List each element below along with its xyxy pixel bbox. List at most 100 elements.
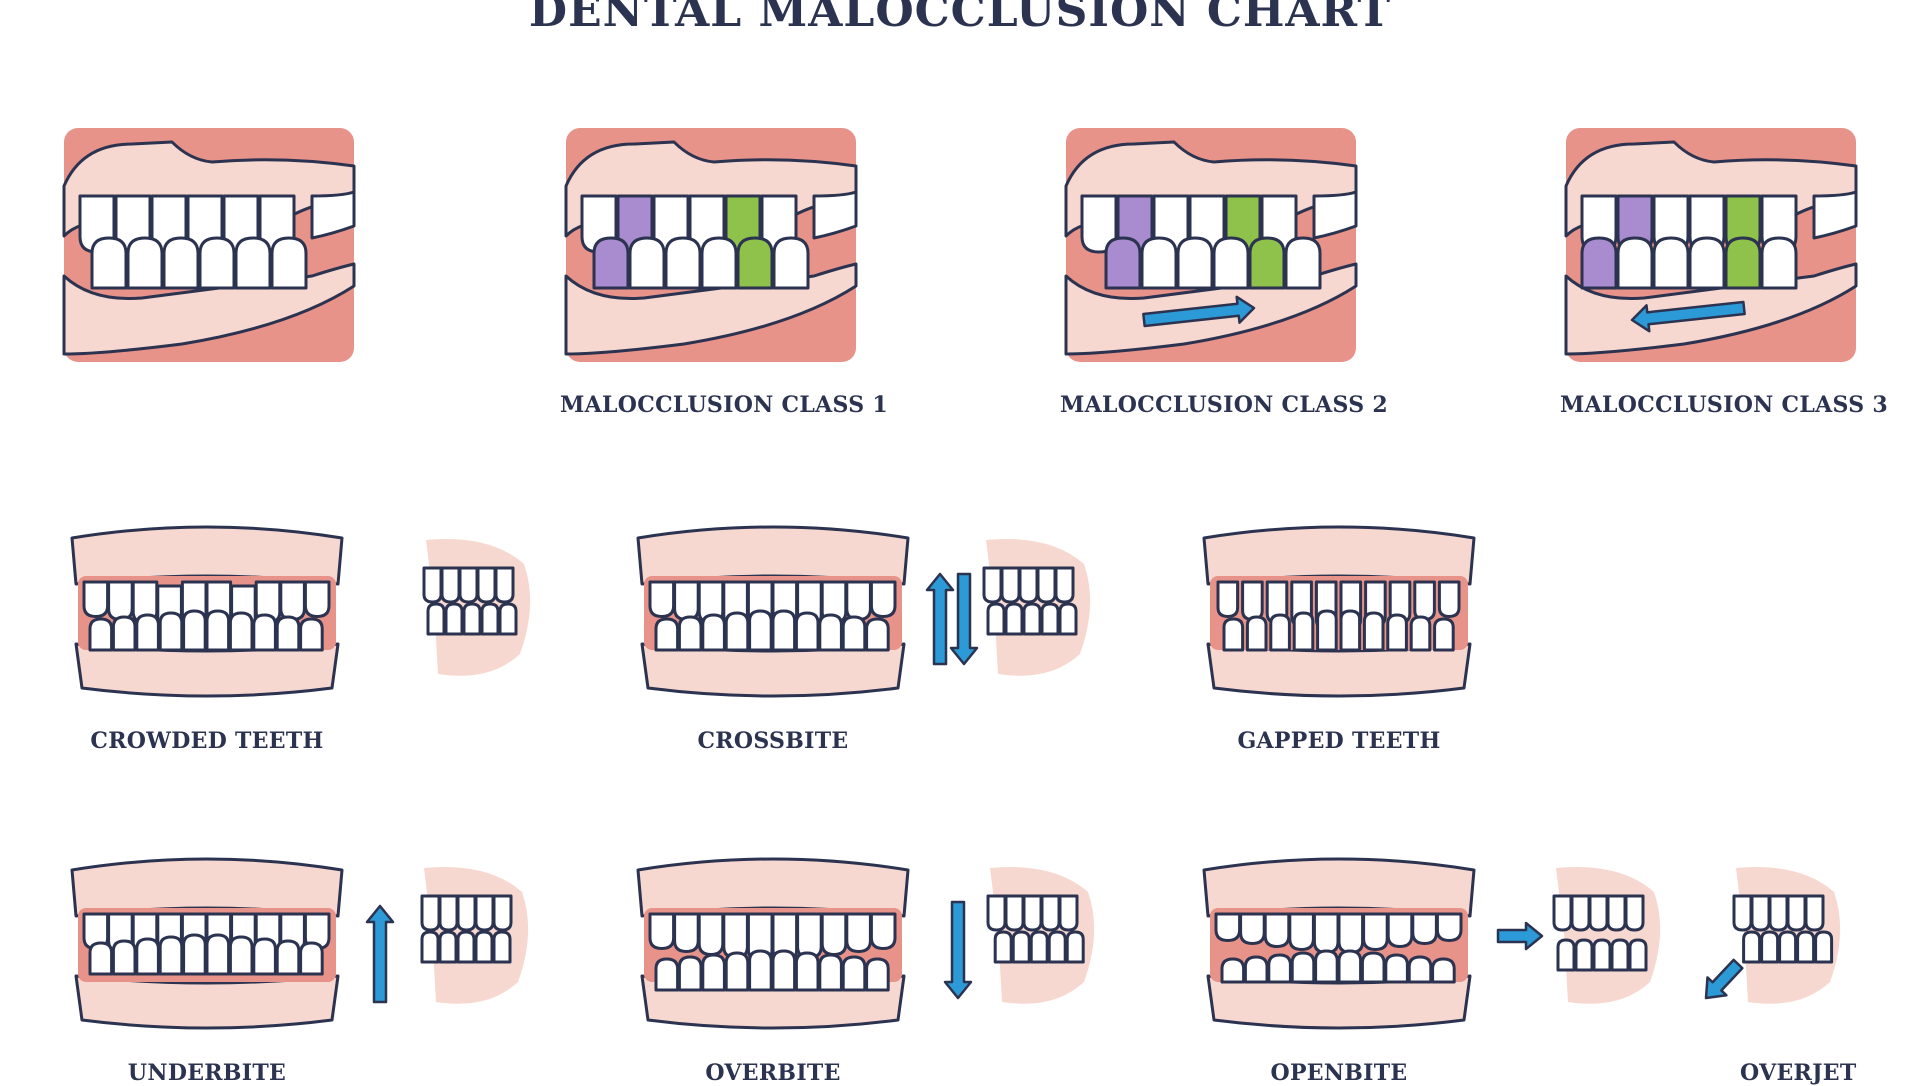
mini-upper-tooth <box>420 894 441 932</box>
lower-tooth <box>1384 953 1409 984</box>
forward-arrow <box>1142 295 1256 328</box>
lower-tooth <box>205 933 231 976</box>
mini-lower-tooth <box>480 602 500 636</box>
lower-tooth <box>1267 953 1292 984</box>
mini-upper-tooth <box>1804 894 1825 932</box>
lower-tooth <box>252 613 277 652</box>
mini-lower-tooth <box>492 930 512 964</box>
lower-tooth <box>1337 949 1363 984</box>
lower-tooth <box>228 935 254 976</box>
upper-tooth <box>820 912 848 956</box>
upper-tooth <box>648 912 676 950</box>
overbite-front-view <box>636 857 910 1030</box>
lower-tooth <box>88 941 114 976</box>
class1-label: MALOCCLUSION CLASS 1 <box>560 392 888 418</box>
lower-tooth <box>748 609 773 652</box>
mini-upper-tooth <box>1768 894 1789 932</box>
upper-tooth <box>1241 580 1264 621</box>
mini-lower-tooth <box>986 602 1006 636</box>
underbite-label: UNDERBITE <box>127 1060 287 1086</box>
arrow-shape <box>365 904 395 1004</box>
lower-tooth <box>592 236 630 290</box>
mini-upper-tooth <box>1786 894 1807 932</box>
lower-tooth <box>1580 236 1618 290</box>
overjet-side-view <box>1704 867 1841 1004</box>
lower-tooth <box>664 236 702 290</box>
lower-tooth <box>818 953 843 992</box>
class3-label: MALOCCLUSION CLASS 3 <box>1560 392 1888 418</box>
gapped-teeth-front-view <box>1202 525 1476 698</box>
lower-tooth <box>1431 957 1456 984</box>
crowded-teeth-side-view <box>422 539 531 676</box>
lower-tooth <box>252 937 277 976</box>
upper-gum <box>636 525 910 586</box>
upper-gum <box>70 525 344 586</box>
lower-tooth <box>234 236 272 290</box>
lower-tooth <box>90 236 128 290</box>
lower-tooth <box>270 236 308 290</box>
mini-upper-tooth <box>1036 566 1057 604</box>
mini-lower-tooth <box>1004 602 1024 636</box>
lower-tooth <box>111 615 137 652</box>
lower-tooth <box>771 609 797 652</box>
upper-tooth <box>1337 912 1365 954</box>
lower-tooth <box>126 236 164 290</box>
mini-lower-tooth <box>1628 938 1648 972</box>
mini-upper-tooth <box>474 894 495 932</box>
mini-upper-tooth <box>494 566 515 604</box>
lower-tooth <box>111 939 137 976</box>
upper-tooth <box>1413 580 1436 621</box>
mini-lower-tooth <box>1610 938 1630 972</box>
mini-lower-tooth <box>1778 930 1798 964</box>
lower-tooth <box>841 615 867 652</box>
lower-tooth <box>158 935 184 976</box>
lower-tooth <box>841 955 867 992</box>
class3-panel <box>1564 128 1858 362</box>
arrow-shape <box>1630 300 1746 333</box>
mini-lower-tooth <box>462 602 482 636</box>
mini-lower-tooth <box>420 930 440 964</box>
lower-tooth <box>1433 617 1455 652</box>
overbite-label: OVERBITE <box>705 1060 841 1086</box>
lower-tooth <box>1339 609 1362 652</box>
right-arrow <box>1496 921 1544 951</box>
mini-upper-tooth <box>1606 894 1627 932</box>
lower-tooth <box>1248 236 1286 290</box>
lower-tooth <box>135 613 160 652</box>
lower-tooth <box>1292 611 1315 652</box>
lower-tooth <box>1245 615 1268 652</box>
chart-title: DENTAL MALOCCLUSION CHART <box>528 0 1392 37</box>
lower-tooth <box>677 955 703 992</box>
mini-lower-tooth <box>456 930 476 964</box>
upper-gum <box>636 857 910 918</box>
upper-tooth <box>673 580 700 621</box>
mini-upper-tooth <box>1588 894 1609 932</box>
lower-tooth <box>182 933 207 976</box>
arrow-shape <box>1704 958 1744 1000</box>
arrow-shape <box>1142 295 1256 328</box>
upper-tooth <box>673 912 700 953</box>
arrow-shape <box>943 900 973 1000</box>
mini-lower-tooth <box>1742 930 1762 964</box>
mini-upper-tooth <box>982 566 1003 604</box>
arrow-shape <box>1496 921 1544 951</box>
upper-tooth <box>1362 912 1389 951</box>
lower-tooth <box>1212 236 1250 290</box>
overjet-label: OVERJET <box>1740 1060 1857 1086</box>
mini-lower-tooth <box>438 930 458 964</box>
mini-upper-tooth <box>1624 894 1645 932</box>
lower-tooth <box>1220 957 1246 984</box>
upper-tooth <box>1386 912 1414 948</box>
lower-gum <box>1206 974 1472 1030</box>
down-left-arrow <box>1704 958 1744 1000</box>
upper-tooth <box>1312 912 1340 954</box>
down-arrow <box>943 900 973 1000</box>
upper-tooth <box>697 912 725 956</box>
lower-tooth <box>1724 236 1762 290</box>
gapped-teeth-label: GAPPED TEETH <box>1237 728 1441 754</box>
overbite-side-view <box>943 867 1095 1004</box>
upper-tooth <box>1437 580 1461 618</box>
mini-lower-tooth <box>1796 930 1816 964</box>
crossbite-side-view <box>925 539 1091 676</box>
mini-upper-tooth <box>440 566 461 604</box>
